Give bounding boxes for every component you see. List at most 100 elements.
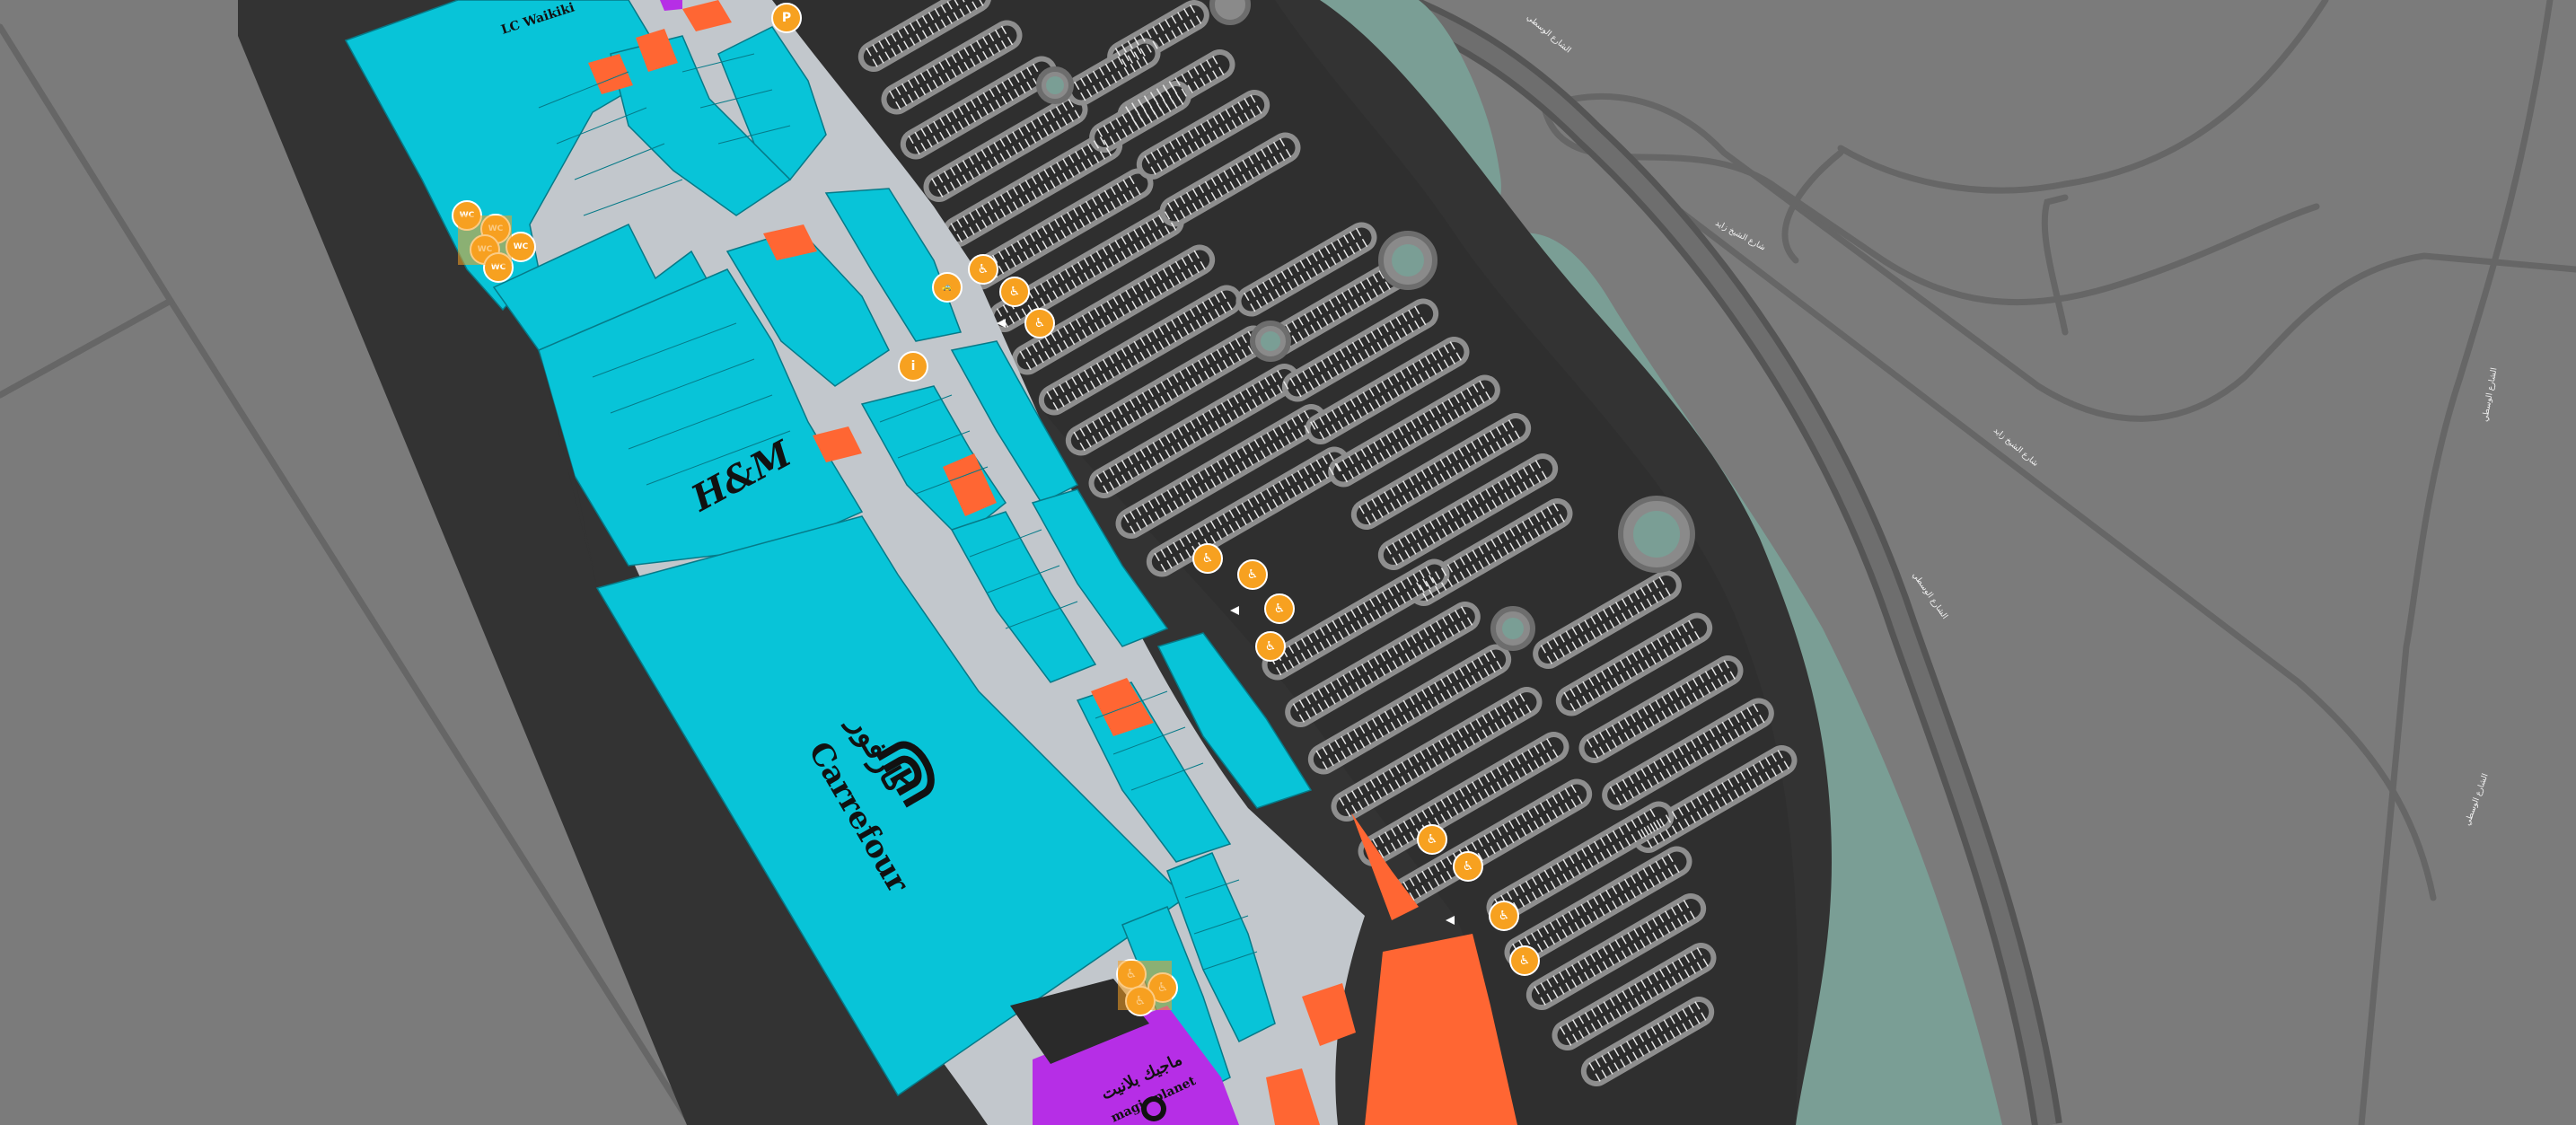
accessible-parking-icon[interactable]: ♿ bbox=[1237, 559, 1268, 590]
accessible-parking-icon[interactable]: ♿ bbox=[1509, 945, 1540, 976]
parking-stall-row bbox=[1270, 566, 1437, 676]
road-label-4: الشارع الوسطي bbox=[2481, 367, 2499, 423]
ring-road-inner-edge bbox=[1379, 0, 2056, 1125]
parking-row bbox=[1136, 90, 1270, 180]
store-highlight-10[interactable] bbox=[1365, 934, 1517, 1125]
store-highlight-2[interactable] bbox=[636, 29, 678, 72]
accessible-parking-icon[interactable]: ♿ bbox=[968, 254, 998, 285]
svg-text:♿: ♿ bbox=[1034, 316, 1046, 330]
store-block-central-8[interactable] bbox=[1031, 488, 1169, 647]
accessible-parking-icon[interactable]: ♿ bbox=[1192, 543, 1223, 574]
road-label-1: شارع الشيخ زايد bbox=[1714, 219, 1767, 253]
restroom-area bbox=[1118, 961, 1172, 1010]
svg-text:P: P bbox=[782, 11, 791, 25]
svg-text:♿: ♿ bbox=[978, 262, 989, 277]
store-highlight-1[interactable] bbox=[588, 54, 633, 94]
accessible-parking-icon[interactable]: ♿ bbox=[999, 277, 1030, 307]
store-carrefour[interactable] bbox=[595, 515, 1187, 1097]
parking-row bbox=[900, 56, 1058, 160]
parking-stall-row bbox=[1154, 452, 1341, 573]
parking-stall-row bbox=[1640, 750, 1789, 848]
svg-text:♿: ♿ bbox=[1499, 909, 1510, 923]
store-highlight-4[interactable] bbox=[763, 224, 817, 260]
parking-row bbox=[1328, 374, 1500, 488]
accessible-parking-icon[interactable]: ♿ bbox=[1489, 901, 1519, 931]
parking-row bbox=[1281, 298, 1439, 402]
information-icon[interactable]: i bbox=[898, 351, 928, 382]
store-block-central-10[interactable] bbox=[1156, 632, 1313, 809]
store-block-central-7[interactable] bbox=[950, 511, 1097, 683]
accessible-parking-icon[interactable]: ♿ bbox=[1024, 308, 1055, 338]
entrance-arrows bbox=[997, 319, 1455, 925]
store-walls bbox=[538, 53, 1258, 971]
store-block-central-2[interactable] bbox=[717, 26, 827, 181]
road-label-2: شارع الشيخ زايد bbox=[1991, 426, 2040, 469]
parking-stalls bbox=[866, 0, 1789, 1082]
parking-stall-row bbox=[1315, 649, 1502, 770]
store-highlight-5[interactable] bbox=[813, 426, 862, 462]
svg-text:WC: WC bbox=[514, 242, 529, 251]
parking-row bbox=[1602, 698, 1774, 811]
svg-text:♿: ♿ bbox=[1519, 954, 1531, 968]
parking-row bbox=[1504, 846, 1692, 968]
parking-stall-row bbox=[931, 99, 1080, 198]
parking-stall-row bbox=[1534, 900, 1696, 1006]
accessible-parking-icon[interactable]: ♿ bbox=[1453, 851, 1483, 882]
parking-row bbox=[1235, 222, 1377, 317]
parking-stall-row bbox=[996, 211, 1177, 328]
store-lc-waikiki[interactable] bbox=[344, 0, 671, 312]
svg-text:♿: ♿ bbox=[1009, 285, 1021, 299]
parking-stall-row bbox=[1540, 576, 1671, 664]
store-highlight-9[interactable] bbox=[1302, 983, 1356, 1046]
store-highlight-3[interactable] bbox=[682, 0, 732, 31]
roundabouts bbox=[1036, 0, 1695, 651]
parking-stall-row bbox=[1073, 330, 1260, 452]
store-block-central-6[interactable] bbox=[950, 340, 1079, 504]
parking-stall-row bbox=[1560, 947, 1709, 1046]
parking-stall-row bbox=[1144, 94, 1262, 175]
parking-stall-row bbox=[1313, 341, 1462, 440]
parking-stall-row bbox=[1096, 85, 1184, 148]
parking-row bbox=[1331, 687, 1543, 822]
parking-stall-row bbox=[1114, 4, 1202, 67]
store-highlight-8[interactable] bbox=[1351, 813, 1419, 920]
svg-text:♿: ♿ bbox=[1463, 859, 1474, 874]
parking-stall-row bbox=[1123, 410, 1316, 534]
parking-stall-row bbox=[1587, 660, 1736, 759]
taxi-icon[interactable]: 🚕 bbox=[932, 272, 963, 303]
store-magic-planet[interactable] bbox=[1033, 1006, 1239, 1125]
parking-pay-icon[interactable]: P bbox=[771, 3, 802, 33]
svg-text:♿: ♿ bbox=[1247, 567, 1259, 582]
parking-row bbox=[857, 0, 992, 72]
parking-stall-row bbox=[866, 0, 984, 67]
parking-row bbox=[1262, 558, 1450, 681]
store-highlight-6[interactable] bbox=[943, 453, 997, 516]
accessible-parking-icon[interactable]: ♿ bbox=[1417, 824, 1447, 855]
service-block bbox=[1010, 979, 1149, 1064]
parking-stall-row bbox=[950, 136, 1112, 242]
store-hm[interactable] bbox=[538, 268, 864, 567]
parking-row bbox=[1533, 570, 1682, 669]
parking-row bbox=[1578, 655, 1744, 763]
parking-row bbox=[1305, 337, 1470, 444]
carrefour-logo-icon bbox=[875, 741, 935, 808]
store-purple-small[interactable] bbox=[660, 0, 682, 11]
parking-stall-row bbox=[1167, 137, 1292, 223]
accessible-parking-icon[interactable]: ♿ bbox=[1264, 593, 1295, 624]
parking-stall-row bbox=[889, 25, 1014, 110]
poi-markers[interactable]: PWCWCWCWCWC🚕♿♿♿i♿♿♿♿♿♿♿♿♿♿♿ bbox=[452, 3, 1540, 1016]
roundabout-centers bbox=[1046, 76, 1680, 639]
svg-text:i: i bbox=[911, 359, 916, 374]
parking-row bbox=[881, 20, 1023, 115]
parking-stall-row bbox=[1339, 693, 1532, 817]
road-label-5: الشارع الوسطي bbox=[2463, 772, 2490, 827]
store-highlight-7[interactable] bbox=[1091, 678, 1154, 736]
parking-row bbox=[1285, 602, 1481, 727]
parking-stall-row bbox=[1358, 419, 1521, 525]
store-block-central-1[interactable] bbox=[610, 35, 792, 216]
store-block-central-4[interactable] bbox=[824, 188, 963, 342]
accessible-parking-icon[interactable]: ♿ bbox=[1255, 631, 1286, 662]
parking-stall-row bbox=[1244, 227, 1368, 312]
store-highlight-11[interactable] bbox=[1266, 1068, 1320, 1125]
